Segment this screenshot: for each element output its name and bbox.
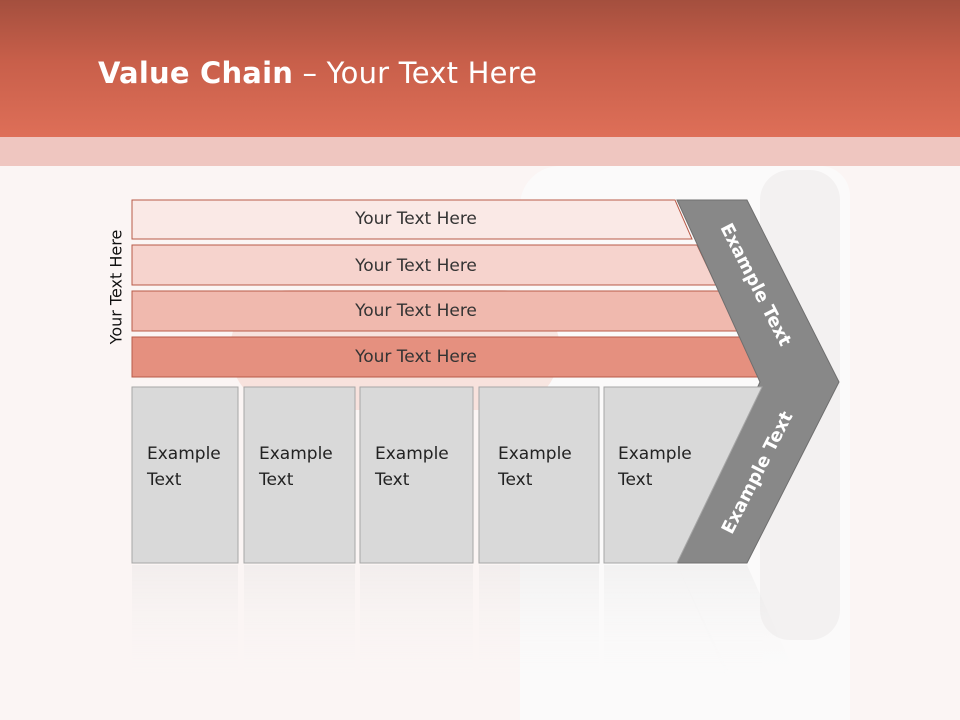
row-bar-1: Your Text Here — [131, 199, 693, 240]
slide-title: Value Chain – Your Text Here — [98, 56, 537, 90]
reflection-box-1 — [132, 565, 238, 695]
activity-box-2-line1: Example — [259, 444, 333, 464]
reflection-box-3 — [360, 565, 473, 695]
activity-box-5: Example Text — [603, 386, 763, 564]
row-bar-3: Your Text Here — [131, 290, 741, 332]
row-bar-1-label: Your Text Here — [354, 209, 477, 229]
reflection-chevron — [677, 565, 805, 695]
activity-box-2-line2: Text — [258, 470, 294, 490]
activity-box-4-line2: Text — [497, 470, 533, 490]
activity-box-1-line2: Text — [146, 470, 182, 490]
activity-box-3-line2: Text — [374, 470, 410, 490]
row-bar-4: Your Text Here — [131, 336, 765, 378]
chevron-shape — [676, 199, 840, 564]
activity-box-5-line1: Example — [618, 444, 692, 464]
reflection — [132, 565, 805, 695]
title-rest: – Your Text Here — [293, 56, 538, 90]
activity-box-4-line1: Example — [498, 444, 572, 464]
reflection-box-5 — [604, 565, 740, 695]
activity-box-2: Example Text — [243, 386, 356, 564]
header-band — [0, 137, 960, 166]
activity-box-1-line1: Example — [147, 444, 221, 464]
activity-box-1: Example Text — [131, 386, 239, 564]
activity-box-1-shape — [131, 386, 239, 564]
activity-box-2-shape — [243, 386, 356, 564]
row-bar-1-shape — [131, 199, 693, 240]
activity-box-5-shape — [603, 386, 763, 564]
activity-box-4: Example Text — [478, 386, 600, 564]
activity-box-4-shape — [478, 386, 600, 564]
row-bar-2-label: Your Text Here — [354, 256, 477, 276]
activity-box-5-line2: Text — [617, 470, 653, 490]
activity-box-3: Example Text — [359, 386, 474, 564]
activity-box-3-shape — [359, 386, 474, 564]
reflection-box-4 — [479, 565, 599, 695]
reflection-box-2 — [244, 565, 355, 695]
row-bar-3-label: Your Text Here — [354, 301, 477, 321]
header-bar — [0, 0, 960, 137]
row-bar-2: Your Text Here — [131, 244, 717, 286]
row-bar-4-label: Your Text Here — [354, 347, 477, 367]
activity-box-3-line1: Example — [375, 444, 449, 464]
title-bold: Value Chain — [98, 56, 294, 90]
